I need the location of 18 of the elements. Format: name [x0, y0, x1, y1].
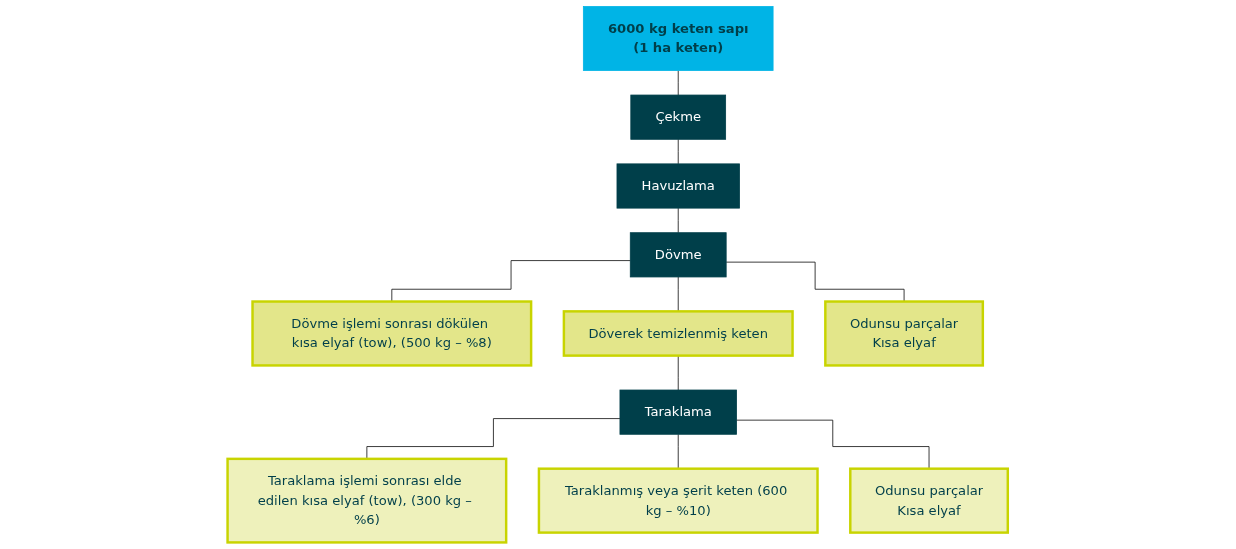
connector [678, 355, 679, 391]
node-box: Çekme [630, 94, 727, 140]
connector [726, 261, 905, 302]
connector [678, 70, 679, 96]
node-box: Döverek temizlenmiş keten [562, 310, 795, 357]
connector [678, 138, 679, 165]
node-box: Taraklama işlemi sonrası elde edilen kısa elyaf (tow), (300 kg – %6) [226, 457, 508, 544]
node-box: Odunsu parçalar Kısa elyaf [849, 467, 1010, 534]
node-box: Dövme işlemi sonrası dökülen kısa elyaf (tow), (500 kg – %8) [251, 300, 533, 367]
node-box: Taraklanmış veya şerit keten (600 kg – %10) [538, 467, 820, 534]
node-box: Taraklama [619, 389, 738, 435]
node-box: Dövme [630, 232, 727, 278]
node-box: Odunsu parçalar Kısa elyaf [824, 300, 985, 367]
connector [391, 260, 631, 302]
connector [678, 276, 679, 312]
node-box: 6000 kg keten sapı (1 ha keten) [583, 6, 774, 71]
connector [678, 207, 679, 234]
node-box: Havuzlama [616, 163, 741, 209]
